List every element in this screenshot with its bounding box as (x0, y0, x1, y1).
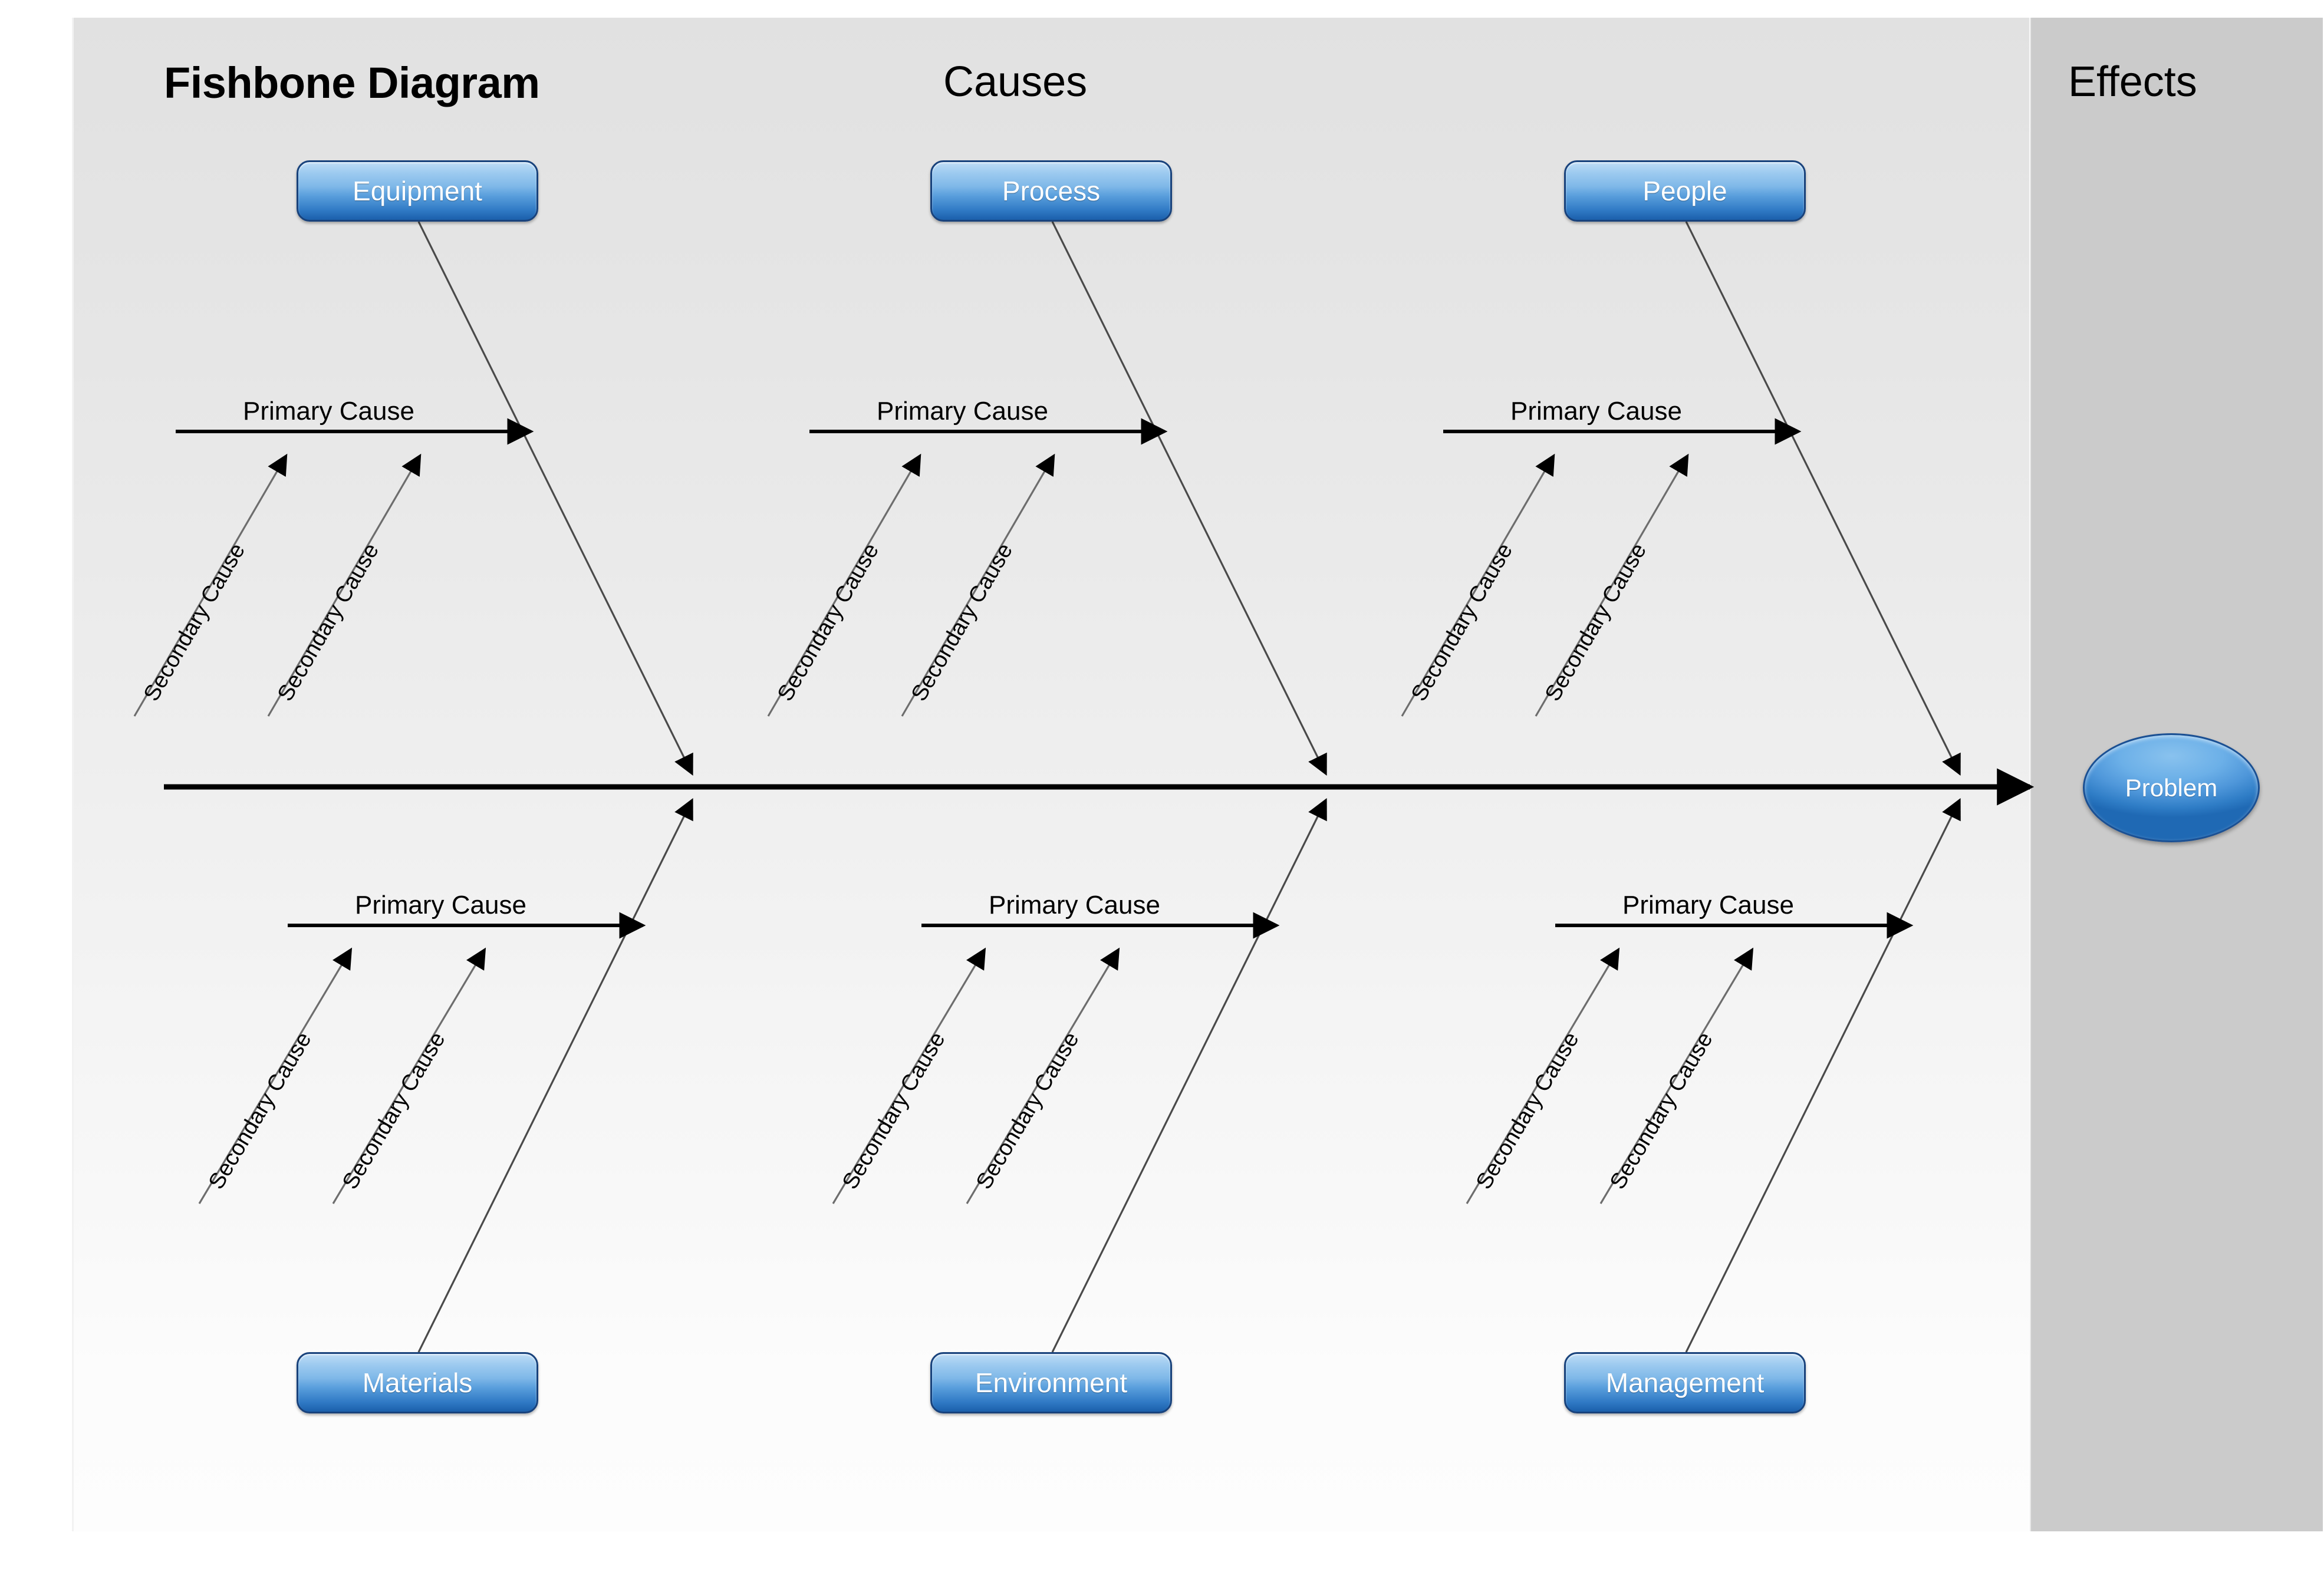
category-button-label: Environment (975, 1367, 1128, 1398)
category-button-label: Equipment (353, 176, 482, 206)
category-button-label: Materials (362, 1367, 473, 1398)
category-button-label: Process (1002, 176, 1101, 206)
category-button-materials[interactable]: Materials (297, 1352, 538, 1413)
category-button-equipment[interactable]: Equipment (297, 160, 538, 222)
page-title: Fishbone Diagram (164, 58, 540, 107)
category-button-management[interactable]: Management (1564, 1352, 1806, 1413)
effects-header: Effects (2068, 58, 2197, 106)
category-button-label: People (1642, 176, 1727, 206)
category-button-environment[interactable]: Environment (930, 1352, 1172, 1413)
category-button-label: Management (1605, 1367, 1765, 1398)
diagram-canvas (72, 18, 2029, 1531)
category-button-process[interactable]: Process (930, 160, 1172, 222)
problem-node[interactable]: Problem (2083, 733, 2260, 842)
category-button-people[interactable]: People (1564, 160, 1806, 222)
problem-label: Problem (2125, 773, 2218, 802)
causes-header: Causes (943, 58, 1088, 106)
